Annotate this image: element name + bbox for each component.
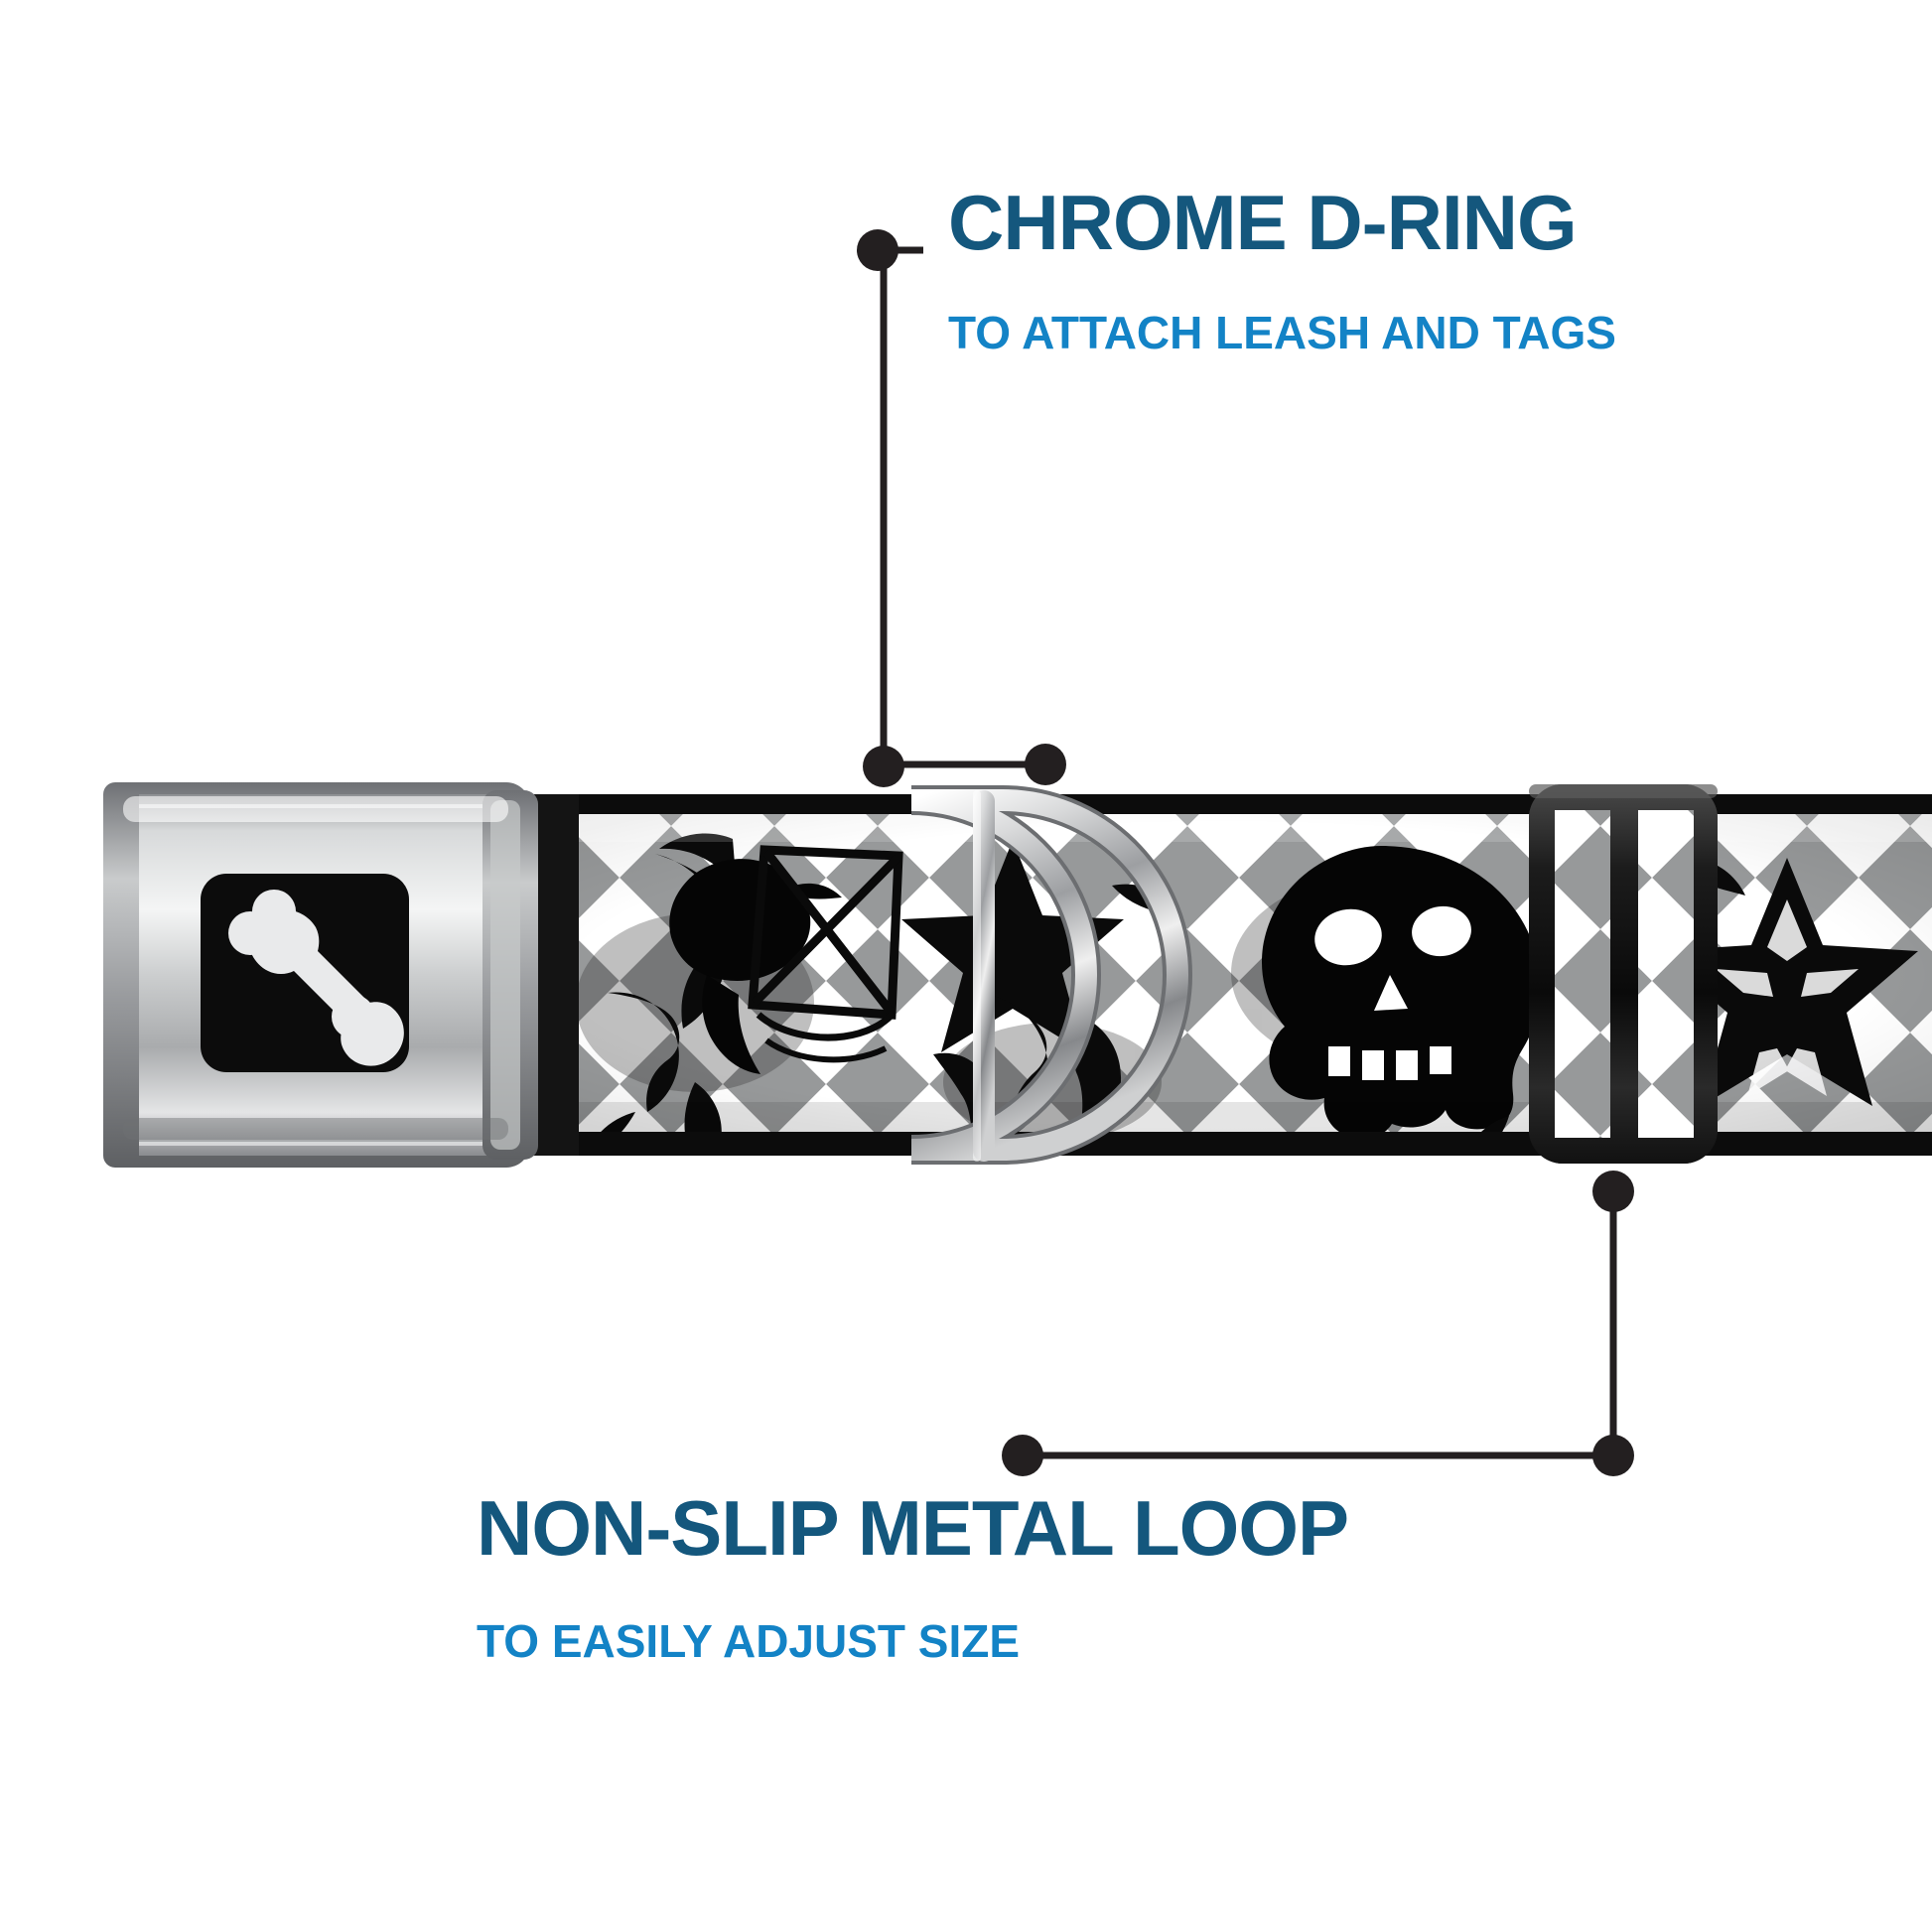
seatbelt-buckle	[103, 782, 538, 1168]
callout-title-non-slip-metal-loop: NON-SLIP METAL LOOP	[477, 1484, 1349, 1572]
non-slip-metal-loop	[1529, 784, 1718, 1164]
callout-subtitle-non-slip-metal-loop: TO EASILY ADJUST SIZE	[477, 1615, 1021, 1667]
callout-title-chrome-d-ring: CHROME D-RING	[948, 179, 1578, 266]
callout-subtitle-chrome-d-ring: TO ATTACH LEASH AND TAGS	[948, 307, 1616, 358]
chrome-d-ring	[910, 785, 1192, 1165]
dog-bone-icon	[228, 890, 404, 1066]
